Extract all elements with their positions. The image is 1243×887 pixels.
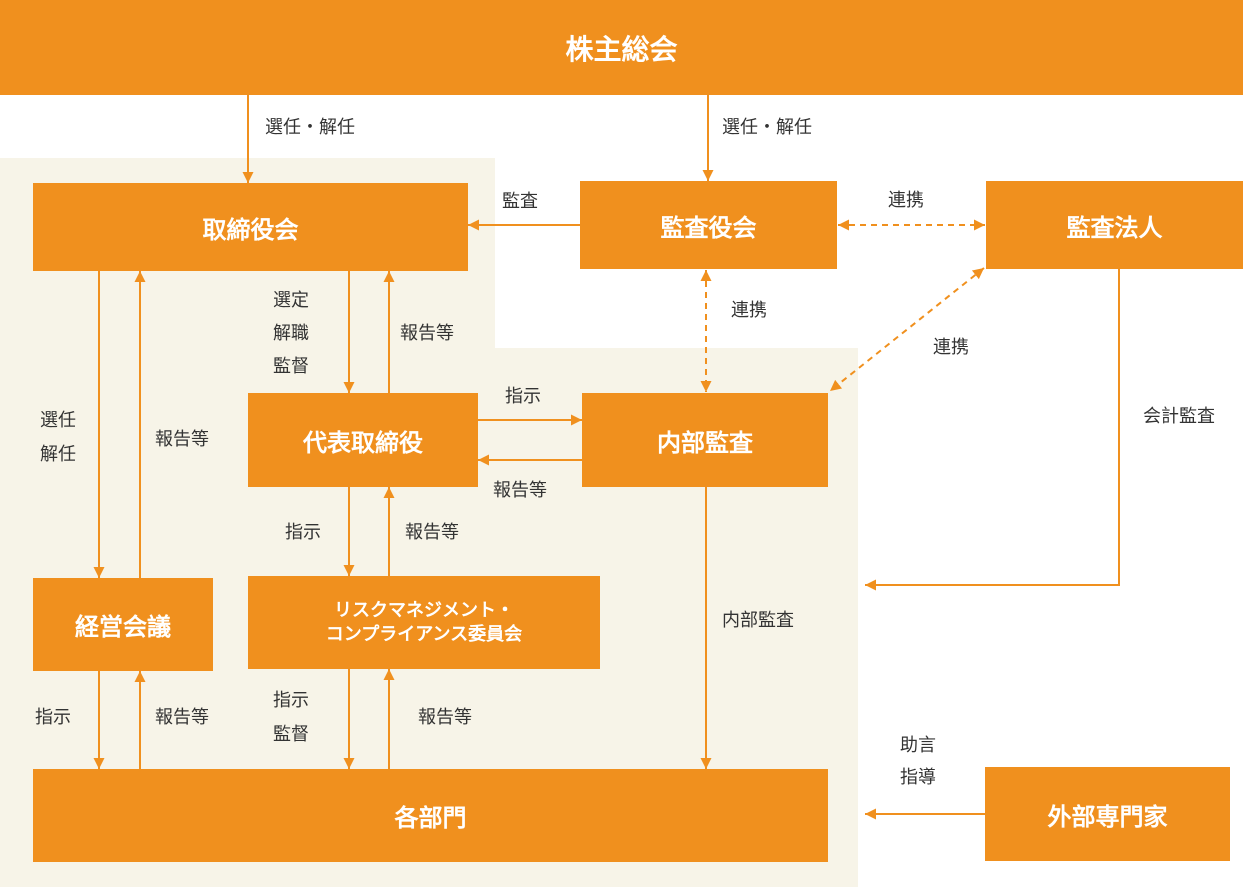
edge-label-risk-committee-to-departments: 指示 監督 [273, 684, 309, 752]
node-risk-compliance-committee: リスクマネジメント・ コンプライアンス委員会 [248, 576, 600, 669]
node-audit-firm-label: 監査法人 [1066, 213, 1163, 242]
node-risk-compliance-committee-label-line2: コンプライアンス委員会 [325, 623, 523, 645]
edge-label-board-to-management-meeting: 選任 解任 [40, 404, 76, 472]
edge-label-ceo-to-board: 報告等 [400, 323, 454, 344]
node-external-experts: 外部専門家 [985, 767, 1230, 861]
arrow-audit-firm-internal-audit [829, 267, 985, 392]
edge-label-internal-audit-to-ceo: 報告等 [493, 480, 547, 501]
internal-governance-panel [0, 158, 858, 887]
edge-label-internal-audit-to-departments: 内部監査 [722, 610, 794, 631]
node-board-of-directors-label: 取締役会 [202, 215, 299, 244]
arrow-audit-firm-accounting-audit [865, 269, 1120, 591]
edge-label-management-meeting-to-board: 報告等 [155, 429, 209, 450]
node-representative-director-label: 代表取締役 [303, 428, 423, 457]
edge-label-board-to-management-meeting-line1: 選任 [40, 410, 76, 431]
edge-label-risk-committee-to-departments-line1: 指示 [273, 690, 309, 711]
edge-label-shareholders-to-audit-board: 選任・解任 [722, 117, 812, 138]
node-internal-audit-label: 内部監査 [657, 428, 753, 457]
edge-label-board-to-ceo-line2: 解職 [273, 323, 309, 344]
node-management-meeting-label: 経営会議 [75, 613, 171, 641]
edge-label-board-to-ceo: 選定 解職 監督 [273, 284, 309, 383]
node-shareholders-meeting-label: 株主総会 [565, 32, 678, 66]
edge-label-departments-to-risk-committee: 報告等 [418, 707, 472, 728]
edge-label-external-experts-to-departments-line1: 助言 [900, 735, 936, 756]
edge-label-shareholders-to-board: 選任・解任 [265, 117, 355, 138]
edge-label-departments-to-management-meeting: 報告等 [155, 707, 209, 728]
node-management-meeting: 経営会議 [33, 578, 213, 671]
node-departments: 各部門 [33, 769, 828, 862]
node-board-of-directors: 取締役会 [33, 183, 468, 271]
node-risk-compliance-committee-label-line1: リスクマネジメント・ [334, 599, 514, 621]
node-audit-board-label: 監査役会 [660, 213, 757, 242]
node-departments-label: 各部門 [394, 804, 467, 832]
edge-label-ceo-to-risk-committee: 指示 [285, 522, 321, 543]
edge-label-board-to-ceo-line3: 監督 [273, 356, 309, 377]
edge-label-audit-board-to-board: 監査 [502, 191, 538, 212]
edge-label-accounting-audit: 会計監査 [1143, 406, 1215, 427]
node-external-experts-label: 外部専門家 [1047, 802, 1168, 831]
node-representative-director: 代表取締役 [248, 393, 478, 487]
node-audit-board: 監査役会 [580, 181, 837, 269]
node-shareholders-meeting: 株主総会 [0, 0, 1243, 95]
edge-label-risk-committee-to-ceo: 報告等 [405, 522, 459, 543]
edge-label-audit-board-audit-firm: 連携 [888, 190, 924, 211]
edge-label-management-meeting-to-departments: 指示 [35, 707, 71, 728]
edge-label-ceo-to-internal-audit: 指示 [505, 386, 541, 407]
node-internal-audit: 内部監査 [582, 393, 828, 487]
edge-label-board-to-ceo-line1: 選定 [273, 290, 309, 311]
edge-label-board-to-management-meeting-line2: 解任 [40, 444, 76, 465]
node-audit-firm: 監査法人 [986, 181, 1243, 269]
edge-label-audit-board-internal-audit: 連携 [731, 300, 767, 321]
edge-label-audit-firm-internal-audit: 連携 [933, 337, 969, 358]
edge-label-external-experts-to-departments: 助言 指導 [900, 730, 936, 794]
edge-label-risk-committee-to-departments-line2: 監督 [273, 724, 309, 745]
edge-label-external-experts-to-departments-line2: 指導 [900, 767, 936, 788]
